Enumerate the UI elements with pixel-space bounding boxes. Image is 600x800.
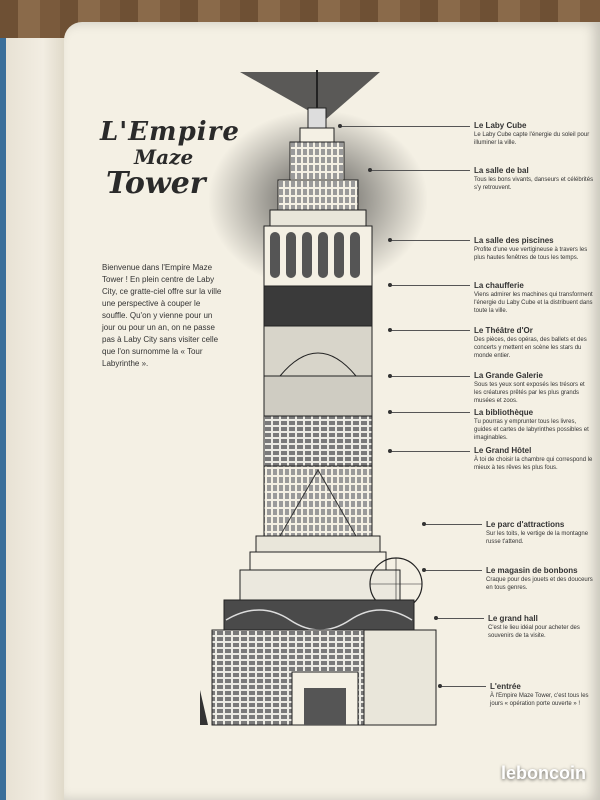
label-amusement-park: Le parc d'attractions Sur les toits, le … [486,520,594,546]
label-laby-cube: Le Laby Cube Le Laby Cube capte l'énergi… [474,121,594,147]
label-ballroom: La salle de bal Tous les bons vivants, d… [474,166,594,192]
label-title: La salle de bal [474,166,529,175]
leader-line [338,124,470,128]
label-title: La chaufferie [474,281,524,290]
label-title: Le Laby Cube [474,121,527,130]
label-gallery: La Grande Galerie Sous tes yeux sont exp… [474,371,594,405]
leader-line [368,168,470,172]
intro-paragraph: Bienvenue dans l'Empire Maze Tower ! En … [102,263,222,368]
leader-line [434,616,484,620]
left-book-page [0,38,72,800]
label-desc: Sous tes yeux sont exposés les trésors e… [474,382,585,404]
label-grand-hall: Le grand hall C'est le lieu idéal pour a… [488,614,594,640]
label-desc: C'est le lieu idéal pour acheter des sou… [488,625,580,639]
label-pools: La salle des piscines Profite d'une vue … [474,236,594,262]
leader-line [388,374,470,378]
label-library: La bibliothèque Tu pourras y emprunter t… [474,408,594,442]
light-beam [240,72,380,120]
label-title: Le magasin de bonbons [486,566,578,575]
label-title: Le Théâtre d'Or [474,326,533,335]
watermark-logo: leboncoin [501,763,586,783]
label-entrance: L'entrée À l'Empire Maze Tower, c'est to… [490,682,594,708]
tower-illustration [200,70,437,726]
leader-line [388,328,470,332]
label-title: Le Grand Hôtel [474,446,532,455]
label-desc: Tu pourras y emprunter tous les livres, … [474,419,589,441]
label-desc: Viens admirer les machines qui transform… [474,292,593,314]
label-desc: Le Laby Cube capte l'énergie du soleil p… [474,132,590,146]
leader-line [388,283,470,287]
label-title: L'entrée [490,682,521,691]
page-title: L'Empire Maze Tower [100,117,240,201]
leader-line [388,238,470,242]
label-candy-shop: Le magasin de bonbons Craque pour des jo… [486,566,594,592]
label-desc: Sur les toits, le vertige de la montagne… [486,531,589,545]
title-line-1: L'Empire [100,117,240,147]
leader-line [438,684,486,688]
leader-line [422,568,482,572]
label-desc: Craque pour des jouets et des douceurs e… [486,577,593,591]
label-desc: À toi de choisir la chambre qui correspo… [474,457,593,471]
label-desc: Des pièces, des opéras, des ballets et d… [474,337,587,359]
leader-line [422,522,482,526]
label-desc: À l'Empire Maze Tower, c'est tous les jo… [490,693,589,707]
label-hotel: Le Grand Hôtel À toi de choisir la chamb… [474,446,594,472]
label-boiler-room: La chaufferie Viens admirer les machines… [474,281,594,315]
label-theatre: Le Théâtre d'Or Des pièces, des opéras, … [474,326,594,360]
title-line-3: Tower [106,166,206,201]
label-title: La Grande Galerie [474,371,543,380]
label-title: Le parc d'attractions [486,520,565,529]
label-desc: Profite d'une vue vertigineuse à travers… [474,247,588,261]
label-title: La salle des piscines [474,236,554,245]
title-line-2: Maze [134,145,194,169]
label-desc: Tous les bons vivants, danseurs et céléb… [474,177,594,191]
label-title: La bibliothèque [474,408,534,417]
leader-line [388,449,470,453]
book-cover-edge [0,38,6,800]
leader-line [388,410,470,414]
label-title: Le grand hall [488,614,538,623]
